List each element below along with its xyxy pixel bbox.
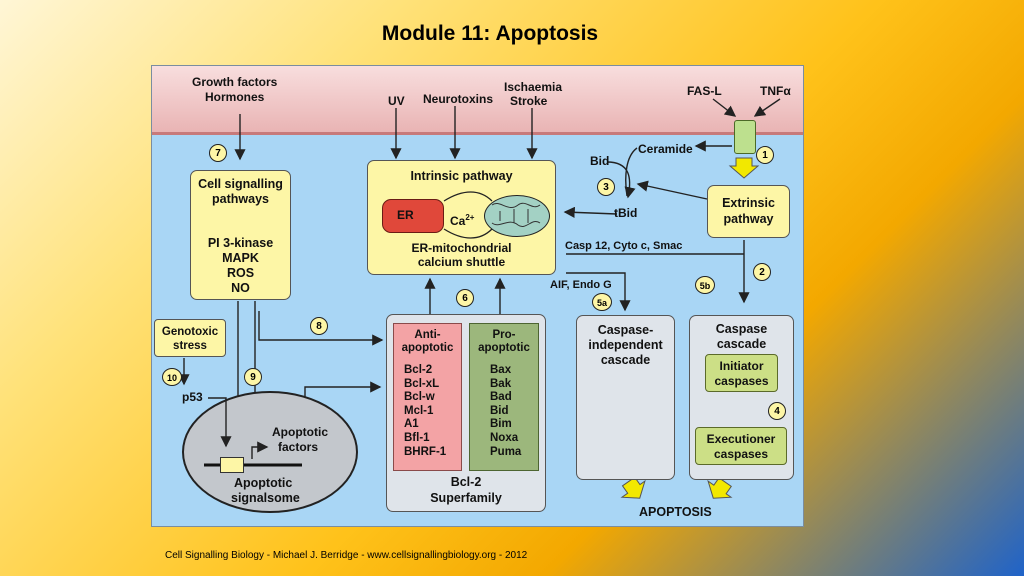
- extrinsic-pathway-box: Extrinsic pathway: [707, 185, 790, 238]
- shuttle-line2: calcium shuttle: [417, 255, 506, 269]
- step-8-marker: 8: [310, 317, 328, 335]
- apoptotic-factors-line2: factors: [278, 440, 319, 454]
- casp-indep-line3: cascade: [600, 353, 651, 367]
- pro-item: Bim: [490, 418, 512, 431]
- er-label: ER: [397, 208, 414, 222]
- extrinsic-subtitle: pathway: [723, 212, 774, 226]
- anti-title-line2: apoptotic: [401, 342, 454, 354]
- aif-endog-label: AIF, Endo G: [550, 279, 612, 291]
- pi3k-label: PI 3-kinase: [207, 236, 274, 250]
- step-1-marker: 1: [756, 146, 774, 164]
- signalsome-name-line1: Apoptotic: [234, 476, 293, 490]
- ceramide-label: Ceramide: [638, 142, 693, 156]
- bcl2-family-line2: Superfamily: [430, 491, 502, 505]
- apoptotic-factors-line1: Apoptotic: [272, 425, 328, 439]
- neurotoxins-label: Neurotoxins: [423, 92, 494, 106]
- step-9-marker: 9: [244, 368, 262, 386]
- ros-label: ROS: [226, 266, 255, 280]
- casp12-cytoc-smac-label: Casp 12, Cyto c, Smac: [565, 240, 683, 252]
- casp-indep-line1: Caspase-: [597, 323, 654, 337]
- genotoxic-subtitle: stress: [173, 340, 207, 352]
- pro-item: Puma: [490, 445, 522, 458]
- executioner-caspases-box: Executioner caspases: [695, 427, 787, 465]
- cell-signalling-box: Cell signalling pathways PI 3-kinase MAP…: [190, 170, 291, 300]
- stroke-label: Stroke: [510, 94, 548, 108]
- plasma-membrane: [152, 66, 803, 135]
- pro-item: Bad: [490, 391, 512, 404]
- cell-signalling-title: Cell signalling: [198, 177, 283, 191]
- slide-title: Module 11: Apoptosis: [381, 22, 599, 45]
- initiator-caspases-box: Initiator caspases: [705, 354, 778, 392]
- step-10-marker: 10: [162, 368, 182, 386]
- anti-item: Bcl-2: [404, 364, 433, 376]
- promoter-gene: [220, 457, 244, 473]
- mitochondrion: [484, 195, 550, 237]
- shuttle-line1: ER-mitochondrial: [411, 241, 512, 255]
- pro-title-line2: apoptotic: [478, 342, 530, 354]
- pro-apoptotic-panel: Pro- apoptotic Bax Bak Bad Bid Bim Noxa …: [469, 323, 539, 471]
- step-5a-marker: 5a: [592, 293, 612, 311]
- death-receptor: [734, 120, 756, 154]
- anti-title-line1: Anti-: [414, 329, 441, 341]
- step-4-marker: 4: [768, 402, 786, 420]
- bcl2-family-line1: Bcl-2: [450, 475, 482, 489]
- executioner-line2: caspases: [713, 447, 769, 461]
- executioner-line1: Executioner: [706, 432, 776, 446]
- apoptosis-diagram: Growth factors Hormones UV Neurotoxins I…: [151, 65, 804, 527]
- pro-apoptotic-list: Bax Bak Bad Bid Bim Noxa Puma: [490, 364, 521, 459]
- apoptotic-signalsome: [182, 391, 358, 513]
- pro-item: Bid: [490, 404, 509, 417]
- anti-apoptotic-panel: Anti- apoptotic Bcl-2 Bcl-xL Bcl-w Mcl-1…: [393, 323, 462, 471]
- casp-cascade-line2: cascade: [716, 337, 767, 351]
- step-6-marker: 6: [456, 289, 474, 307]
- slide-footer: Cell Signalling Biology - Michael J. Ber…: [165, 550, 528, 561]
- step-2-marker: 2: [753, 263, 771, 281]
- ischaemia-label: Ischaemia: [504, 80, 563, 94]
- tnf-alpha-label: TNFα: [760, 84, 791, 98]
- calcium-charge: 2+: [465, 213, 475, 222]
- anti-item: BHRF-1: [404, 445, 447, 458]
- bid-label: Bid: [590, 154, 610, 168]
- fas-l-label: FAS-L: [687, 84, 722, 98]
- intrinsic-title: Intrinsic pathway: [410, 169, 513, 183]
- step-5b-marker: 5b: [695, 276, 715, 294]
- step-3-marker: 3: [597, 178, 615, 196]
- pro-title-line1: Pro-: [492, 329, 516, 341]
- pro-item: Noxa: [490, 431, 519, 444]
- tbid-label: tBid: [614, 206, 638, 220]
- initiator-line2: caspases: [714, 374, 769, 388]
- anti-item: Bcl-w: [404, 391, 435, 404]
- hormones-label: Hormones: [205, 90, 265, 104]
- growth-factors-label: Growth factors: [192, 75, 278, 89]
- signalsome-name-line2: signalsome: [231, 491, 300, 505]
- bcl2-superfamily-box: Anti- apoptotic Bcl-2 Bcl-xL Bcl-w Mcl-1…: [386, 314, 546, 512]
- initiator-line1: Initiator: [719, 359, 764, 373]
- pro-item: Bak: [490, 377, 512, 390]
- caspase-cascade-box: Caspase cascade Initiator caspases Execu…: [689, 315, 794, 480]
- mapk-label: MAPK: [222, 251, 259, 265]
- er-organelle: ER: [382, 199, 444, 233]
- anti-item: Bcl-xL: [404, 377, 440, 390]
- anti-item: Bfl-1: [404, 431, 430, 444]
- apoptosis-label: APOPTOSIS: [639, 505, 712, 519]
- anti-item: Mcl-1: [404, 404, 434, 417]
- calcium-symbol: Ca: [450, 214, 466, 228]
- casp-indep-line2: independent: [588, 338, 663, 352]
- caspase-independent-box: Caspase- independent cascade: [576, 315, 675, 480]
- no-label: NO: [231, 281, 250, 295]
- casp-cascade-line1: Caspase: [715, 322, 768, 336]
- p53-label: p53: [182, 390, 203, 404]
- anti-apoptotic-list: Bcl-2 Bcl-xL Bcl-w Mcl-1 A1 Bfl-1 BHRF-1: [404, 364, 446, 459]
- genotoxic-stress-box: Genotoxic stress: [154, 319, 226, 357]
- pro-item: Bax: [490, 364, 512, 376]
- extrinsic-title: Extrinsic: [722, 196, 775, 210]
- genotoxic-title: Genotoxic: [161, 326, 219, 338]
- calcium-shuttle-loop: [443, 191, 541, 239]
- cell-signalling-subtitle: pathways: [212, 192, 269, 206]
- uv-label: UV: [388, 94, 405, 108]
- step-7-marker: 7: [209, 144, 227, 162]
- intrinsic-pathway-box: Intrinsic pathway ER Ca2+ ER-mitochondri…: [367, 160, 556, 275]
- calcium-label: Ca2+: [450, 211, 474, 228]
- anti-item: A1: [404, 418, 419, 431]
